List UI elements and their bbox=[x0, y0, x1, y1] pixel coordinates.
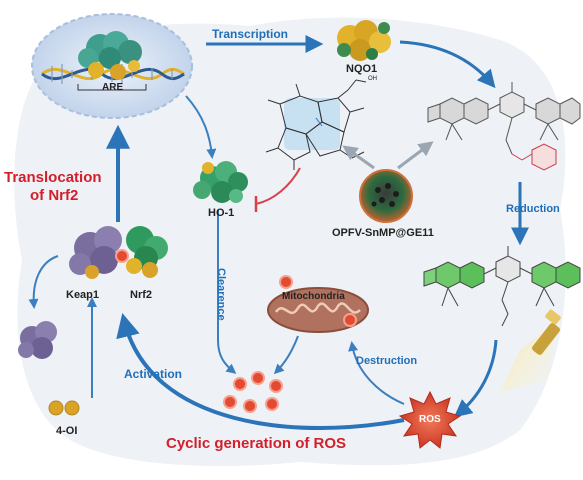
ros-label: ROS bbox=[419, 414, 441, 425]
quenched-molecule-icon bbox=[427, 82, 581, 171]
cell-background bbox=[14, 17, 566, 467]
nano-to-molecule-arrow bbox=[397, 141, 434, 170]
mitochondria-icon bbox=[267, 275, 369, 333]
are-label: ARE bbox=[102, 82, 124, 93]
four-oi-icon bbox=[48, 400, 80, 416]
flashlight-icon bbox=[500, 309, 561, 392]
nrf2-label: Nrf2 bbox=[130, 289, 153, 301]
transcription-label: Transcription bbox=[212, 27, 289, 41]
reduction-label: Reduction bbox=[506, 203, 560, 215]
molecule-to-ros-arrow bbox=[453, 339, 498, 418]
nucleus-to-ho1-arrow bbox=[185, 95, 217, 159]
nqo1-label: NQO1 bbox=[346, 63, 378, 75]
keap1-label: Keap1 bbox=[66, 289, 100, 301]
keap1-release-arrow bbox=[28, 255, 59, 309]
are-bracket bbox=[77, 84, 147, 91]
destruction-arrow bbox=[348, 341, 405, 405]
translocation-label-line2: of Nrf2 bbox=[30, 187, 79, 204]
mito-to-ros-arrow bbox=[273, 335, 299, 375]
ros-particles bbox=[223, 371, 283, 413]
clearance-arrow bbox=[217, 210, 237, 374]
cooh-label: OH bbox=[368, 76, 377, 82]
porphyrin-molecule-icon bbox=[265, 79, 367, 170]
destruction-label: Destruction bbox=[356, 355, 418, 367]
free-keap1-icon bbox=[18, 321, 57, 359]
keap1-protein-icon bbox=[69, 226, 122, 279]
nanoparticle-icon bbox=[359, 169, 413, 223]
ho1-protein-icon bbox=[193, 161, 248, 203]
nano-to-porphyrin-arrow bbox=[342, 145, 375, 170]
activation-label: Activation bbox=[124, 367, 183, 381]
four-oi-label: 4-OI bbox=[56, 425, 78, 437]
clearance-label: Clearence bbox=[215, 268, 227, 321]
fluorescent-molecule-icon bbox=[423, 246, 581, 327]
nqo1-to-molecule-arrow bbox=[399, 40, 496, 89]
activation-arrow bbox=[116, 313, 405, 430]
mitochondria-label: Mitochondria bbox=[282, 291, 345, 302]
ros-burst-icon bbox=[398, 390, 462, 449]
inhibition-line bbox=[255, 167, 301, 205]
translocation-label-line1: Translocation bbox=[4, 169, 102, 186]
ho1-label: HO-1 bbox=[208, 207, 235, 219]
opfv-snmp-label: OPFV-SnMP@GE11 bbox=[332, 227, 434, 239]
nrf2-dna-protein-icon bbox=[78, 31, 142, 80]
nqo1-protein-icon bbox=[337, 20, 391, 61]
cyclic-generation-label: Cyclic generation of ROS bbox=[166, 435, 347, 452]
nrf2-protein-icon bbox=[115, 226, 168, 278]
